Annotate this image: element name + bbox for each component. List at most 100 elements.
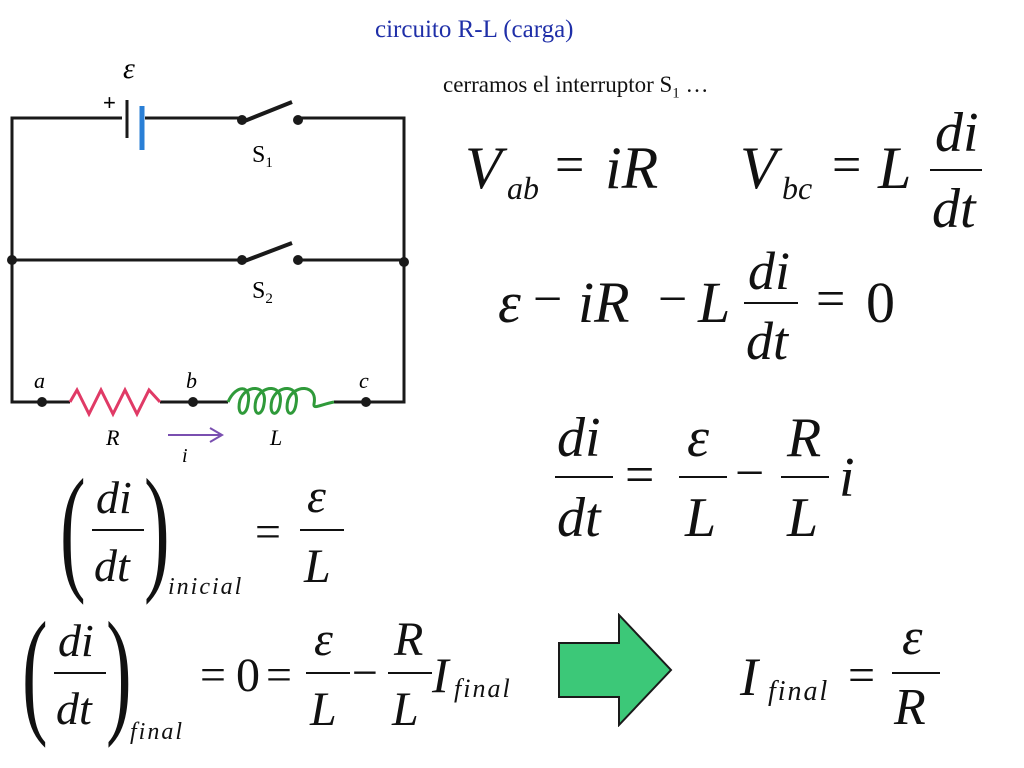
result-fraction-bar	[892, 672, 940, 674]
initial-fraction-bar	[92, 529, 144, 531]
slide-title: circuito R-L (carga)	[375, 16, 574, 43]
rl-circuit-diagram: + ε S1 S2 a b c R L i	[7, 52, 409, 467]
subtitle-sub: 1	[672, 85, 680, 102]
result-equals: =	[848, 649, 876, 702]
ode-denominator: dt	[557, 487, 601, 549]
loop-minus-1: −	[533, 271, 563, 328]
final-numerator: di	[58, 615, 94, 666]
switch-s2-contact	[293, 255, 303, 265]
resistor-label: R	[105, 425, 120, 450]
loop-fraction-bar	[744, 302, 798, 304]
final-R: R	[394, 613, 424, 666]
node-a-dot	[37, 397, 47, 407]
final-fraction-bar-3	[388, 672, 432, 674]
final-fraction-bar-2	[306, 672, 350, 674]
loop-equals: =	[816, 271, 846, 328]
right-arrow-icon	[558, 613, 673, 727]
final-emf: ε	[314, 613, 333, 666]
final-current-subscript: final	[454, 674, 512, 703]
loop-ir: iR	[578, 270, 630, 335]
inductor-coil	[226, 387, 335, 415]
ode-i: i	[839, 447, 855, 509]
switch-s1-blade	[241, 100, 293, 124]
final-equals-1: =	[200, 649, 226, 700]
equation-initial: ( di dt ) inicial = ε L	[60, 459, 360, 605]
result-current-I: I	[740, 647, 758, 707]
slide-subtitle: cerramos el interruptor S1 …	[443, 72, 709, 103]
initial-emf: ε	[307, 470, 326, 523]
current-label: i	[182, 445, 188, 467]
loop-denominator: dt	[746, 311, 789, 371]
ode-L2: L	[787, 487, 819, 549]
junction-left	[7, 255, 17, 265]
initial-denominator: dt	[94, 540, 130, 591]
current-arrow-head	[209, 427, 224, 443]
battery-plus-sign: +	[103, 90, 116, 115]
vab-symbol: V	[465, 135, 502, 201]
final-left-paren: (	[22, 594, 48, 749]
equation-result: I final = ε R	[740, 612, 970, 742]
result-current-subscript: final	[768, 676, 830, 707]
equation-loop: ε − iR − L di dt = 0	[498, 244, 918, 384]
node-b-label: b	[186, 368, 197, 393]
junction-right	[399, 257, 409, 267]
ode-numerator: di	[557, 407, 601, 469]
switch-s2-pivot	[237, 255, 247, 265]
subtitle-text: cerramos el interruptor S	[443, 72, 673, 97]
switch-s2-label: S2	[252, 278, 273, 307]
result-R: R	[894, 679, 926, 736]
ode-L1: L	[685, 487, 717, 549]
equation-final: ( di dt ) final = 0 = ε L − R L I final	[22, 602, 522, 760]
initial-fraction-bar-2	[300, 529, 344, 531]
ode-fraction-bar-2	[679, 476, 727, 478]
loop-L: L	[698, 270, 731, 335]
ode-R: R	[787, 407, 822, 469]
equation-vab: V ab = iR	[465, 138, 665, 208]
vab-subscript: ab	[507, 170, 539, 206]
loop-emf: ε	[498, 270, 521, 335]
loop-numerator: di	[748, 241, 791, 301]
final-L1: L	[310, 683, 337, 736]
final-minus: −	[352, 647, 378, 698]
initial-subscript: inicial	[168, 574, 244, 600]
resistor-zigzag	[68, 386, 162, 418]
ode-equals: =	[625, 447, 655, 504]
switch-s2-blade	[241, 241, 293, 264]
result-emf: ε	[902, 609, 923, 666]
initial-L: L	[304, 540, 331, 593]
node-c-label: c	[359, 368, 369, 393]
final-fraction-bar	[54, 672, 106, 674]
inductor-label: L	[269, 425, 282, 450]
ode-fraction-bar-3	[781, 476, 829, 478]
final-equals-2: =	[266, 649, 292, 700]
initial-left-paren: (	[60, 451, 86, 606]
loop-minus-2: −	[658, 271, 688, 328]
switch-s1-contact	[293, 115, 303, 125]
final-zero: 0	[236, 649, 260, 702]
final-current-I: I	[432, 647, 449, 703]
vbc-equals: =	[832, 137, 862, 194]
vbc-coef: L	[878, 135, 912, 201]
node-a-label: a	[34, 368, 45, 393]
emf-label: ε	[123, 52, 135, 85]
vab-equals: =	[555, 137, 585, 194]
final-L2: L	[392, 683, 419, 736]
vbc-symbol: V	[740, 135, 777, 201]
final-denominator: dt	[56, 683, 92, 734]
final-right-paren: )	[106, 594, 132, 749]
initial-numerator: di	[96, 472, 132, 523]
equation-ode: di dt = ε L − R L i	[555, 410, 875, 560]
ode-fraction-bar	[555, 476, 613, 478]
subtitle-ellipsis: …	[679, 72, 709, 97]
vbc-subscript: bc	[782, 170, 813, 206]
vbc-denominator: dt	[932, 178, 976, 240]
switch-s1-label: S1	[252, 142, 273, 171]
equation-vbc: V bc = L di dt	[740, 105, 1000, 245]
arrow-shape	[558, 613, 673, 727]
loop-zero: 0	[866, 270, 895, 335]
final-subscript: final	[130, 719, 185, 745]
vab-rhs: iR	[605, 135, 659, 201]
circuit-wires	[10, 116, 406, 404]
node-c-dot	[361, 397, 371, 407]
switch-s1-pivot	[237, 115, 247, 125]
